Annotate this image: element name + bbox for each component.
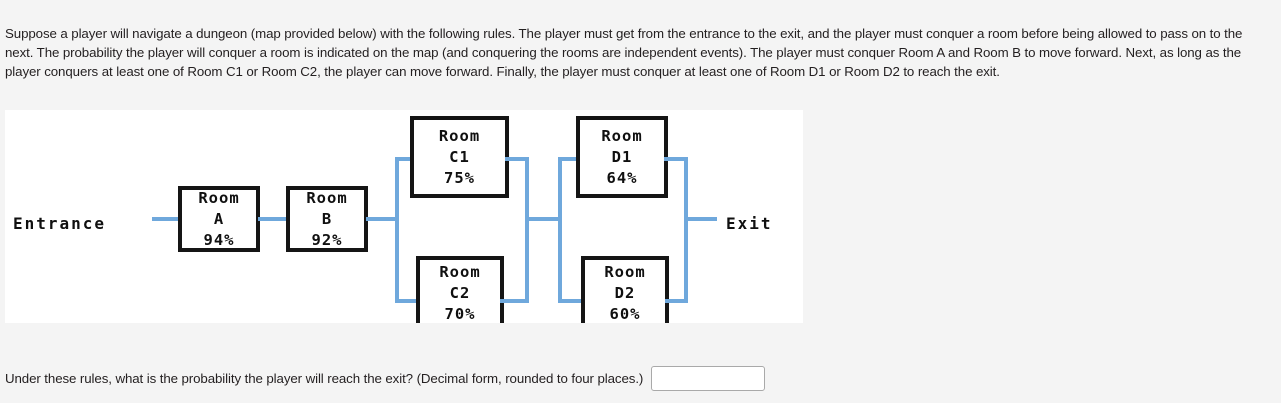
answer-row: Under these rules, what is the probabili…: [5, 366, 766, 391]
room-box-c2: Room C2 70%: [416, 256, 504, 323]
wire-entrance-to-room-a: [152, 217, 184, 221]
wire-c-split-to-room-c1: [395, 157, 419, 161]
room-d1-probability: 64%: [606, 168, 638, 187]
room-d2-name-line1: Room: [604, 262, 646, 281]
wire-room-d1-to-d-merge: [664, 157, 688, 161]
wire-d-merge-vertical: [684, 157, 688, 303]
room-b-name-line2: B: [321, 209, 333, 228]
exit-label: Exit: [726, 214, 773, 233]
wire-d-split-to-room-d1: [558, 157, 583, 161]
room-d1-name-line2: D1: [611, 147, 633, 166]
wire-d-split-to-room-d2: [558, 299, 583, 303]
room-a-name-line2: A: [213, 209, 225, 228]
room-c2-name-line1: Room: [439, 262, 481, 281]
room-b-probability: 92%: [311, 230, 343, 249]
wire-c-merge-vertical: [525, 157, 529, 303]
wire-c-merge-to-d-split: [525, 217, 562, 221]
room-c1-probability: 75%: [444, 168, 475, 187]
room-c1-name-line2: C1: [449, 147, 470, 166]
room-a-name-line1: Room: [198, 188, 240, 207]
entrance-label: Entrance: [13, 214, 107, 233]
room-box-c1: Room C1 75%: [410, 116, 509, 198]
room-box-a: Room A 94%: [178, 186, 260, 252]
question-label: Under these rules, what is the probabili…: [5, 371, 644, 386]
room-box-b: Room B 92%: [286, 186, 368, 252]
room-c2-name-line2: C2: [449, 283, 471, 302]
wire-room-b-to-c-split: [366, 217, 399, 221]
wire-room-c1-to-c-merge: [505, 157, 529, 161]
dungeon-map-panel: Entrance Room A 94% Room B 92%: [5, 110, 803, 323]
room-c1-name-line1: Room: [438, 126, 481, 145]
room-c2-probability: 70%: [444, 304, 476, 323]
dungeon-map-stage: Entrance Room A 94% Room B 92%: [5, 110, 803, 323]
wire-c-split-to-room-c2: [395, 299, 419, 303]
answer-input[interactable]: [651, 366, 766, 391]
room-d1-name-line1: Room: [601, 126, 643, 145]
wire-room-c2-to-c-merge: [500, 299, 529, 303]
room-b-name-line1: Room: [306, 188, 348, 207]
room-d2-probability: 60%: [609, 304, 641, 323]
room-a-probability: 94%: [203, 230, 235, 249]
room-box-d2: Room D2 60%: [581, 256, 669, 323]
room-d2-name-line2: D2: [614, 283, 636, 302]
wire-c-split-vertical: [395, 157, 399, 303]
wire-room-a-to-room-b: [258, 217, 290, 221]
room-box-d1: Room D1 64%: [576, 116, 668, 198]
wire-d-split-vertical: [558, 157, 562, 303]
wire-d-merge-to-exit: [684, 217, 717, 221]
problem-statement: Suppose a player will navigate a dungeon…: [5, 26, 1243, 80]
wire-room-d2-to-d-merge: [665, 299, 688, 303]
